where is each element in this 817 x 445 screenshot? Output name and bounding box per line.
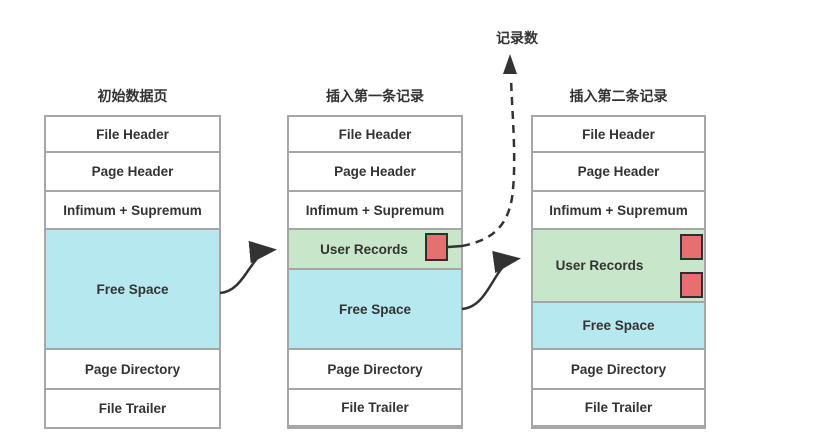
row-free-space: Free Space (533, 303, 704, 350)
row-file-header: File Header (46, 117, 219, 153)
arrow-record-count-dashed (461, 77, 516, 248)
row-page-directory: Page Directory (533, 350, 704, 390)
page-title-initial: 初始数据页 (97, 88, 168, 104)
row-file-trailer: File Trailer (46, 390, 219, 427)
row-page-directory: Page Directory (289, 350, 461, 390)
row-infimum-supremum: Infimum + Supremum (289, 192, 461, 230)
record-marker-icon (680, 272, 703, 298)
row-free-space: Free Space (289, 270, 461, 350)
row-infimum-supremum: Infimum + Supremum (533, 192, 704, 230)
row-page-header: Page Header (533, 153, 704, 192)
record-count-label: 记录数 (496, 30, 538, 46)
row-file-trailer: File Trailer (533, 390, 704, 427)
arrow-insert-first (219, 240, 277, 295)
row-page-header: Page Header (289, 153, 461, 192)
page-title-first-insert: 插入第一条记录 (326, 88, 424, 104)
record-marker-icon (425, 233, 448, 261)
row-page-header: Page Header (46, 153, 219, 192)
row-infimum-supremum: Infimum + Supremum (46, 192, 219, 230)
page-first-insert: File Header Page Header Infimum + Suprem… (287, 115, 463, 429)
record-marker-icon (680, 234, 703, 260)
row-user-records: User Records (533, 230, 704, 303)
row-file-header: File Header (533, 117, 704, 153)
row-free-space: Free Space (46, 230, 219, 350)
row-file-header: File Header (289, 117, 461, 153)
page-second-insert: File Header Page Header Infimum + Suprem… (531, 115, 706, 429)
page-title-second-insert: 插入第二条记录 (569, 88, 668, 104)
arrowhead-up-icon (503, 54, 517, 74)
page-initial: File Header Page Header Infimum + Suprem… (44, 115, 221, 429)
row-page-directory: Page Directory (46, 350, 219, 390)
arrow-insert-second (461, 250, 521, 311)
row-file-trailer: File Trailer (289, 390, 461, 427)
